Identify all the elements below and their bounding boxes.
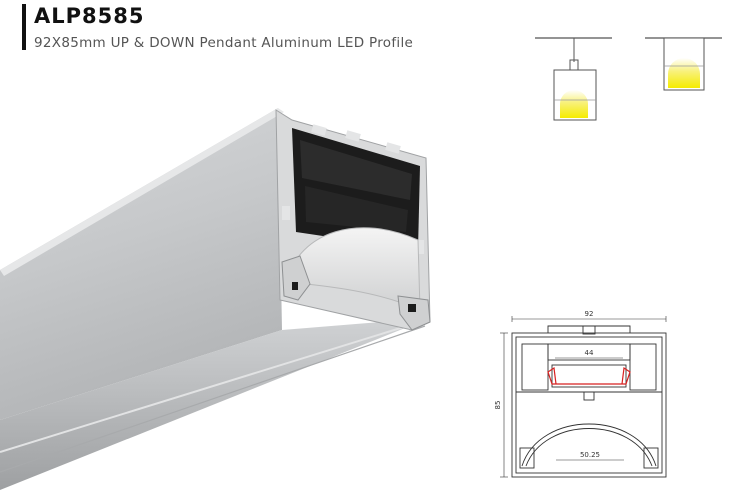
led-strip-highlight: [547, 366, 631, 385]
product-description: 92X85mm UP & DOWN Pendant Aluminum LED P…: [34, 35, 414, 51]
profile-side-face: [0, 108, 282, 420]
height-dimension: 85: [494, 401, 502, 410]
profile-top-edge: [0, 108, 284, 276]
lower-diffuser-dome: [285, 227, 421, 311]
title-accent-bar: [22, 4, 26, 50]
led-width-dimension: 44: [585, 349, 594, 357]
diffuser-width-dimension: 50.25: [580, 451, 600, 459]
product-model-title: ALP8585: [34, 4, 145, 28]
width-dimension: 92: [585, 310, 594, 318]
